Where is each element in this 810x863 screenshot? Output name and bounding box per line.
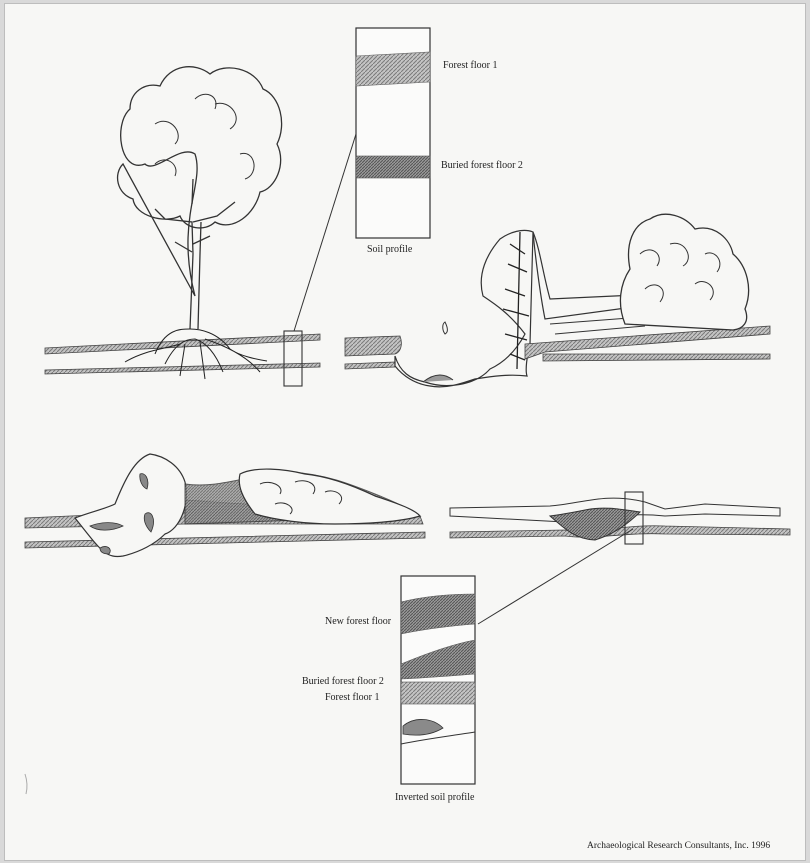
fallen-canopy [620, 214, 748, 330]
bottom-soil-profile-column [401, 576, 475, 784]
inverted-forest-floor-1-band [401, 682, 475, 704]
standing-tree-scene [45, 67, 320, 386]
fallen-tree-scene [345, 214, 770, 387]
tree-throw-diagram [5, 4, 807, 862]
top-label-buried-forest-floor-2: Buried forest floor 2 [441, 160, 523, 172]
diagram-sheet: Forest floor 1 Buried forest floor 2 Soi… [4, 3, 806, 861]
root-plate [395, 230, 533, 386]
credit-line: Archaeological Research Consultants, Inc… [587, 840, 770, 852]
top-profile-caption: Soil profile [367, 244, 412, 256]
top-soil-profile-column [294, 28, 430, 331]
bottom-profile-pointer-line [478, 529, 633, 624]
left-buried-floor-line [45, 363, 320, 374]
root-plate-detail [443, 322, 448, 334]
top-label-forest-floor-1: Forest floor 1 [443, 60, 497, 72]
lower-left-buried-floor [25, 532, 425, 548]
forest-floor-1-band [356, 52, 430, 86]
middle-floor-segments [345, 336, 401, 369]
bottom-label-buried-forest-floor-2: Buried forest floor 2 [302, 676, 384, 688]
pit-and-mound-scene [450, 492, 790, 624]
bottom-label-new-forest-floor: New forest floor [325, 616, 391, 628]
decaying-canopy [239, 469, 420, 524]
decayed-mound-scene [25, 454, 425, 557]
bottom-label-forest-floor-1: Forest floor 1 [325, 692, 379, 704]
top-profile-pointer-line [294, 134, 356, 331]
scan-mark [25, 774, 27, 794]
bottom-profile-caption: Inverted soil profile [395, 792, 474, 804]
left-forest-floor-line [45, 334, 320, 354]
buried-forest-floor-2-band [356, 156, 430, 178]
right-buried-floor-line [543, 354, 770, 361]
